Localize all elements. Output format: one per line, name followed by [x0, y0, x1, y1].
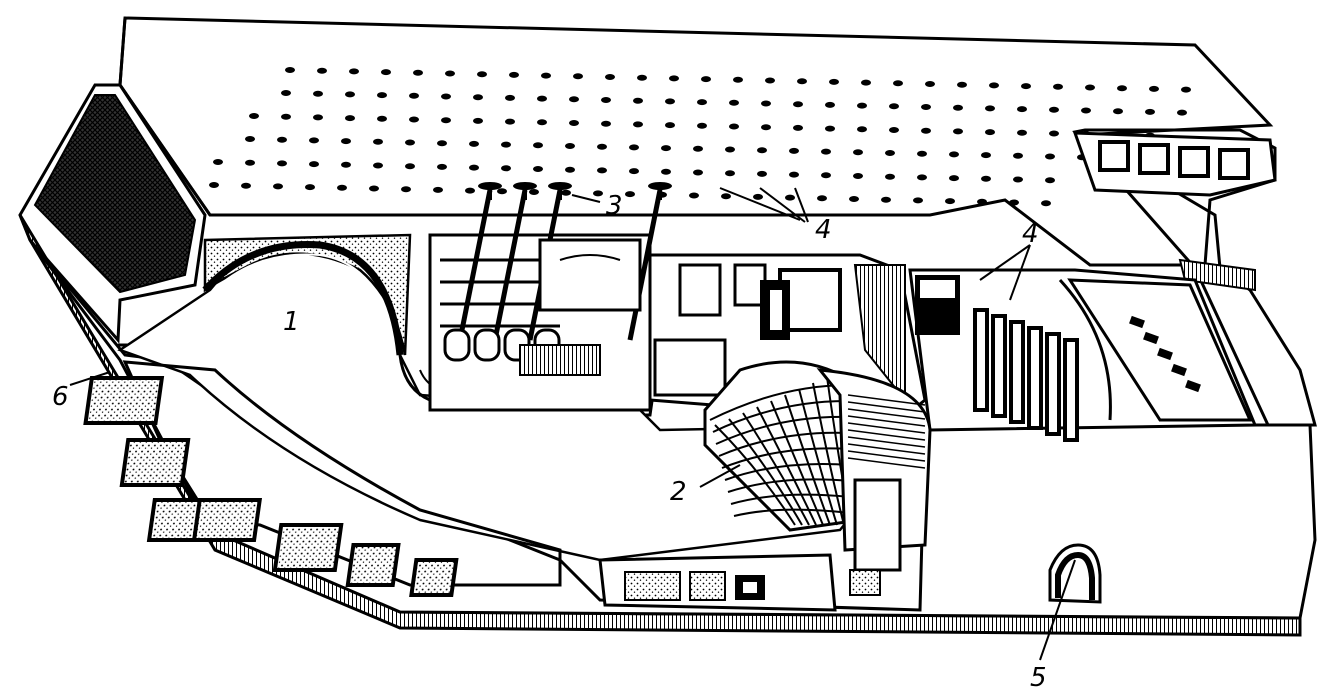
equipment-pipes-block: [428, 182, 672, 412]
callout-label-4b: 4: [1022, 219, 1039, 249]
leader-lines: [69, 187, 1076, 661]
mesh-dome-tank: [703, 360, 932, 596]
callout-label-6: 6: [52, 382, 69, 412]
callout-labels: 1 2 3 4 4 5 6: [52, 191, 1047, 693]
floor-panel-grid: [83, 360, 562, 597]
callout-label-2: 2: [670, 477, 687, 507]
callout-label-3: 3: [606, 191, 623, 221]
left-outer-wall: [18, 83, 1302, 637]
callout-label-1: 1: [283, 307, 300, 337]
slab-step-cut: [1072, 131, 1277, 292]
tunnel-opening: [1048, 543, 1102, 604]
surface-perforations: [209, 67, 1191, 207]
front-panel-row: [598, 553, 837, 612]
right-machine-room: [908, 268, 1258, 442]
callout-label-5: 5: [1030, 663, 1047, 693]
callout-label-4a: 4: [815, 215, 832, 245]
